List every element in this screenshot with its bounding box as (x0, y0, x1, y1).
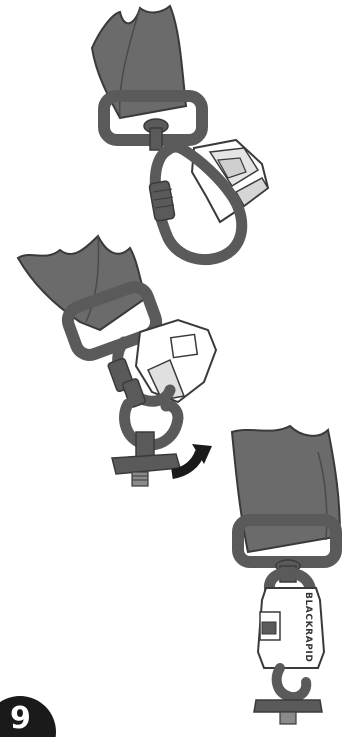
strap-bottom (232, 426, 340, 552)
threaded-screw-3 (280, 712, 296, 724)
fastener-locked: BLACKRAPID (258, 588, 324, 668)
hook-rotation-stage (18, 236, 216, 486)
fastener-clip (192, 140, 268, 222)
locked-hook (277, 668, 307, 697)
hook-screw (112, 404, 180, 486)
locked-stage: BLACKRAPID (232, 426, 340, 724)
carabiner-lock-sleeve (149, 181, 175, 222)
carabiner-stage (92, 6, 268, 260)
threaded-screw (132, 472, 148, 486)
brand-label: BLACKRAPID (303, 592, 313, 662)
fastener-clip-2 (136, 320, 216, 402)
step-number: 9 (10, 701, 31, 736)
step-badge: 9 (0, 696, 56, 737)
